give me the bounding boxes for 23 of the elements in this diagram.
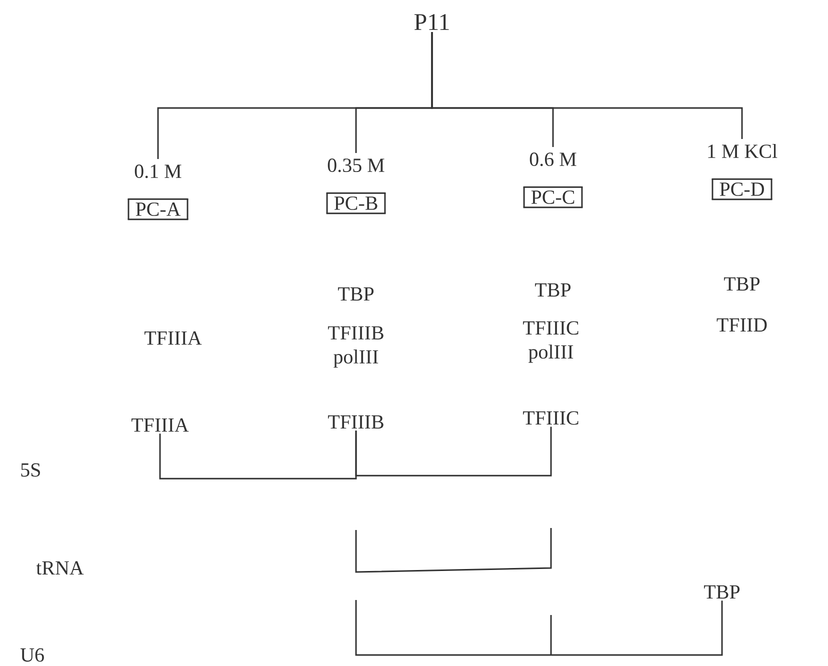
factor-label: TFIIIC <box>523 411 578 425</box>
factor-label: P11 <box>414 14 449 30</box>
bracket-line <box>355 600 723 656</box>
text-label: TFIID <box>716 318 767 332</box>
fraction-box: 0.35 M PC-B <box>326 158 386 214</box>
bracket-line <box>159 430 357 480</box>
fraction-box: 0.6 M PC-C <box>523 152 583 208</box>
text-label: TFIIIA <box>144 331 202 345</box>
text-label: 5S <box>21 463 40 477</box>
text-label: tRNA <box>36 561 84 575</box>
text-label: TFIIIC polIII <box>523 321 578 363</box>
text-label: U6 <box>20 648 44 662</box>
factor-label: TBP <box>704 585 740 599</box>
text-label: TBP <box>724 277 760 291</box>
fraction-box: 1 M KCl PC-D <box>708 144 778 200</box>
factor-label: TFIIIB <box>328 415 384 429</box>
text-label: TFIIIB polIII <box>328 326 384 368</box>
bracket-line <box>355 426 552 476</box>
tree-line <box>431 32 743 139</box>
text-label: TBP <box>535 283 571 297</box>
factor-label: TFIIIA <box>131 418 189 432</box>
fraction-box: 0.1 M PC-A <box>128 164 188 220</box>
text-label: TBP <box>338 287 374 301</box>
